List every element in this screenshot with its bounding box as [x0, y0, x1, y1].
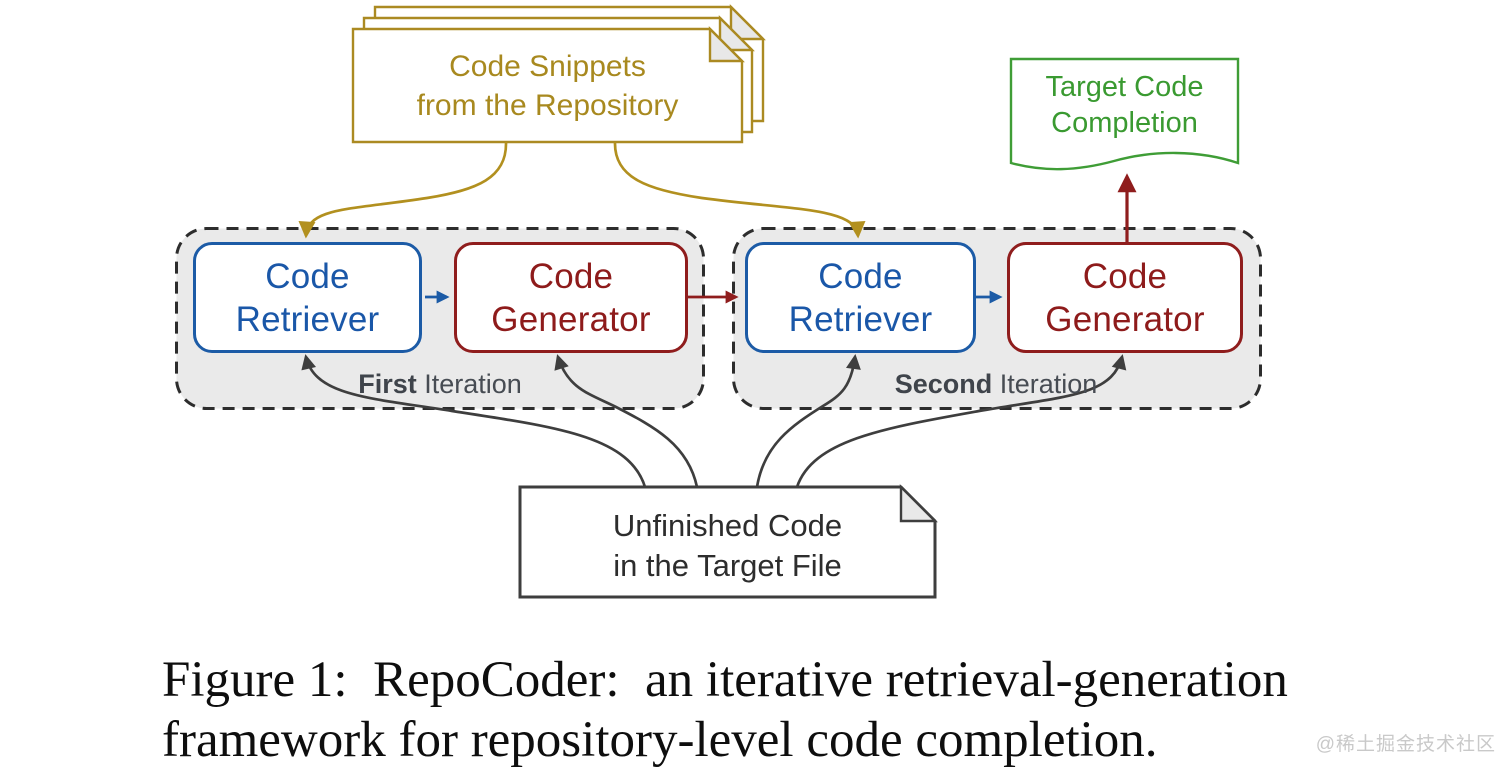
dark-arrow-to-generator2: [795, 354, 1127, 488]
target-completion-shape: [1009, 57, 1240, 171]
code-generator-1-box: Code Generator: [454, 242, 688, 353]
generator1-line2: Generator: [491, 299, 651, 339]
code-generator-2-box: Code Generator: [1007, 242, 1243, 353]
target-completion-line2: Completion: [1051, 107, 1198, 139]
first-iteration-label-rest: Iteration: [416, 369, 522, 399]
snippets-to-retriever-arrows: [298, 141, 866, 239]
second-iteration-label-rest: Iteration: [992, 369, 1098, 399]
target-completion-label: Target Code Completion: [1011, 69, 1238, 141]
unfinished-code-label: Unfinished Code in the Target File: [520, 506, 935, 586]
code-retriever-2-box: Code Retriever: [745, 242, 976, 353]
generator2-line1: Code: [1082, 256, 1168, 296]
retriever2-line2: Retriever: [788, 299, 933, 339]
unfinished-code-line1: Unfinished Code: [612, 508, 843, 543]
caption-line2: framework for repository-level code comp…: [162, 712, 1158, 768]
dark-arrow-to-generator1: [554, 354, 699, 488]
dark-arrow-to-retriever1: [301, 354, 647, 488]
retriever1-line2: Retriever: [235, 299, 380, 339]
first-iteration-label: First Iteration: [175, 369, 705, 400]
code-snippets-label: Code Snippets from the Repository: [353, 47, 742, 125]
retriever1-line1: Code: [265, 256, 350, 296]
watermark: @稀土掘金技术社区: [1315, 734, 1496, 755]
second-iteration-label-bold: Second: [894, 369, 993, 399]
generator2-line2: Generator: [1045, 299, 1205, 339]
code-snippets-line2: from the Repository: [416, 89, 679, 122]
gold-arrow-right: [613, 141, 866, 239]
stacked-documents-shape: [351, 4, 766, 144]
caption-line1: Figure 1: RepoCoder: an iterative retrie…: [162, 652, 1288, 708]
unfinished-code-shape: [518, 484, 938, 599]
target-completion-line1: Target Code: [1045, 71, 1204, 103]
generator1-line1: Code: [528, 256, 614, 296]
second-iteration-label: Second Iteration: [731, 369, 1261, 400]
retriever2-line1: Code: [818, 256, 903, 296]
dark-arrow-to-retriever2: [755, 354, 861, 488]
code-retriever-1-box: Code Retriever: [193, 242, 422, 353]
module-connectors: [425, 173, 1137, 304]
unfinished-code-line2: in the Target File: [613, 548, 842, 583]
gold-arrow-left: [298, 141, 508, 239]
first-iteration-label-bold: First: [358, 369, 417, 399]
figure-caption: Figure 1: RepoCoder: an iterative retrie…: [162, 650, 1442, 770]
unfinished-code-arrows: [301, 354, 1127, 488]
code-snippets-line1: Code Snippets: [449, 50, 646, 83]
